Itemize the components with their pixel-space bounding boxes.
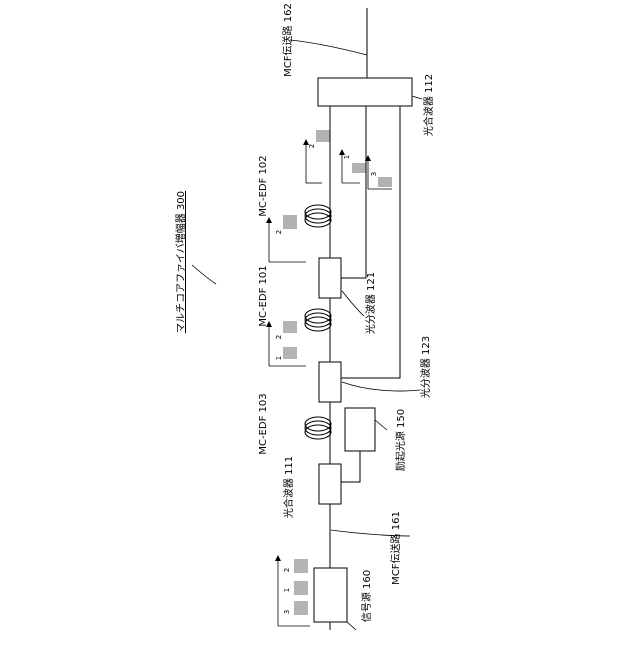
core-label: 2: [283, 568, 291, 572]
combiner-112-label: 光合波器 112: [422, 74, 435, 136]
splitter-123-box: [319, 362, 341, 402]
combiner-112-box: [318, 78, 412, 106]
combiner-111-label: 光合波器 111: [282, 456, 295, 518]
edf-101-label: MC-EDF 101: [258, 265, 269, 326]
pump-source-label: 励起光源 150: [394, 409, 407, 471]
splitter-121-label: 光分波器 121: [364, 272, 377, 334]
core-label: 2: [275, 335, 283, 339]
fiber-coil-103: [305, 417, 331, 439]
fiber-coil-101: [305, 309, 331, 331]
splitter-121-box: [319, 258, 341, 298]
leader-lines: [192, 40, 422, 630]
splitter-123-label: 光分波器 123: [419, 336, 432, 398]
edf-103-label: MC-EDF 103: [258, 393, 269, 454]
core-label: 1: [275, 356, 283, 360]
signal-source-label: 信号源 160: [360, 570, 373, 622]
edf-102-label: MC-EDF 102: [258, 155, 269, 216]
combiner-111-box: [319, 464, 341, 504]
core-label: 1: [343, 155, 351, 159]
core-label: 3: [283, 610, 291, 614]
core-label: 2: [275, 230, 283, 234]
core-label: 1: [283, 588, 291, 592]
signal-source-box: [314, 568, 347, 622]
fiber-coil-102: [305, 205, 331, 227]
core-label: 2: [308, 144, 316, 148]
mcf-out-label: MCF伝送路 162: [281, 3, 294, 77]
spectrum-inset-102: [269, 216, 306, 262]
pump-source-box: [345, 408, 375, 451]
title-label: マルチコアファイバ増幅器 300: [174, 191, 187, 333]
mcf-in-label: MCF伝送路 161: [389, 511, 402, 585]
core-label: 3: [370, 172, 378, 176]
